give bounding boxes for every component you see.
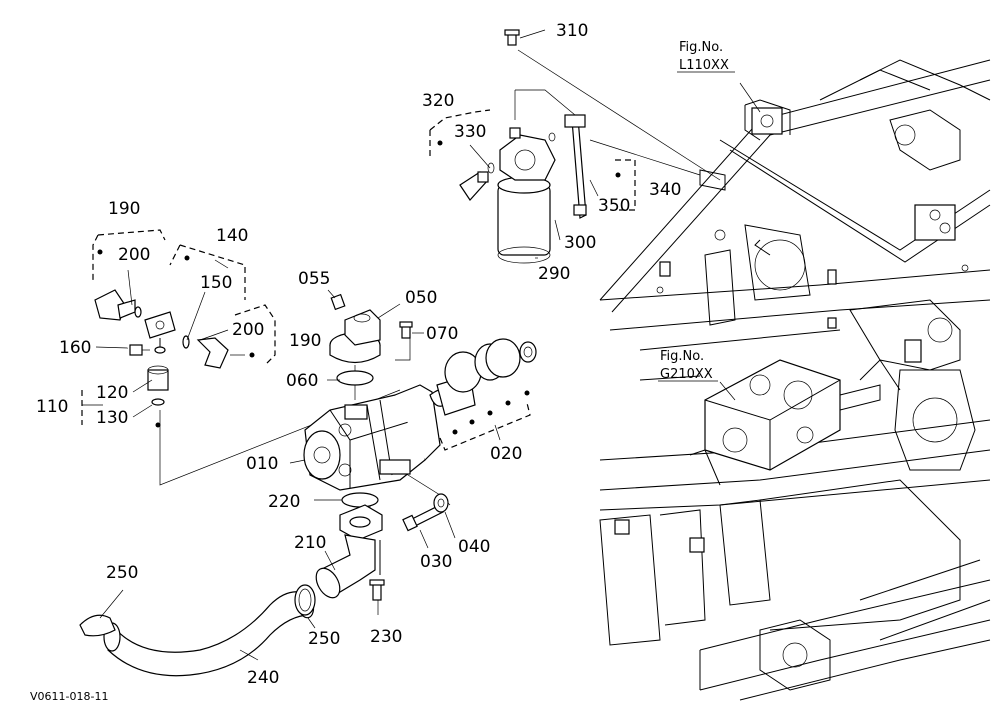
callout-250-left: 250 — [106, 563, 138, 583]
callout-320: 320 — [422, 91, 454, 111]
bracket-dots — [97, 249, 255, 428]
callout-300: 300 — [564, 233, 596, 253]
callout-200-top: 200 — [118, 245, 150, 265]
figure-reference-l110: Fig.No. L110XX — [677, 40, 735, 73]
hydraulic-pump-010 — [303, 384, 441, 491]
callout-070: 070 — [426, 324, 458, 344]
tee-fitting-140 — [94, 289, 229, 369]
callout-350: 350 — [598, 196, 630, 216]
fig-no-label: Fig.No. — [660, 349, 704, 364]
callout-150: 150 — [200, 273, 232, 293]
drawing-code: V0611-018-11 — [30, 690, 108, 703]
callout-010: 010 — [246, 454, 278, 474]
callout-160: 160 — [59, 338, 91, 358]
callout-190-right: 190 — [289, 331, 321, 351]
figure-reference-g210: Fig.No. G210XX — [658, 349, 718, 382]
callout-120: 120 — [96, 383, 128, 403]
fig-code-g210: G210XX — [660, 367, 713, 382]
callout-230: 230 — [370, 627, 402, 647]
callout-310: 310 — [556, 21, 588, 41]
callout-110: 110 — [36, 397, 68, 417]
callout-060: 060 — [286, 371, 318, 391]
control-valve-block — [689, 359, 901, 486]
callout-140: 140 — [216, 226, 248, 246]
callout-130: 130 — [96, 408, 128, 428]
callout-030: 030 — [420, 552, 452, 572]
suction-hose-240 — [79, 584, 316, 677]
callout-leaders — [82, 29, 761, 661]
fittings-110 — [129, 344, 169, 406]
fig-no-label: Fig.No. — [679, 40, 723, 55]
filter-assembly — [437, 29, 621, 264]
suction-flange-050 — [329, 293, 413, 386]
callout-190-top: 190 — [108, 199, 140, 219]
group-brackets — [81, 109, 636, 425]
callout-220: 220 — [268, 492, 300, 512]
callout-240: 240 — [247, 668, 279, 688]
fig-code-l110: L110XX — [679, 58, 729, 73]
callout-250-right: 250 — [308, 629, 340, 649]
callout-040: 040 — [458, 537, 490, 557]
callout-200-right: 200 — [232, 320, 264, 340]
gasket-set-020 — [429, 338, 537, 451]
callout-210: 210 — [294, 533, 326, 553]
callout-330: 330 — [454, 122, 486, 142]
bolt-030-washer-040 — [402, 493, 449, 532]
callout-290: 290 — [538, 264, 570, 284]
suction-pipe-210 — [315, 492, 385, 601]
callout-labels: 310 320 330 340 350 300 290 190 140 200 … — [36, 21, 681, 688]
callout-050: 050 — [405, 288, 437, 308]
callout-340: 340 — [649, 180, 681, 200]
callout-020: 020 — [490, 444, 522, 464]
tractor-frame — [599, 59, 991, 701]
callout-055: 055 — [298, 269, 330, 289]
